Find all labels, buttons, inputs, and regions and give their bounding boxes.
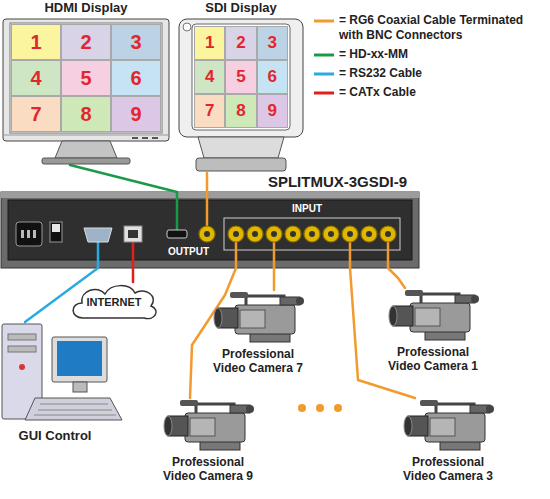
screen-tile: 1: [11, 24, 61, 60]
screen-tile: 9: [111, 96, 161, 132]
splitter-device: SPLITMUX-3GSDI-9OUTPUTINPUT: [0, 192, 420, 268]
tile-number: 8: [236, 101, 245, 121]
tile-number: 9: [268, 101, 277, 121]
ports: [84, 226, 396, 242]
screen-tile: 2: [225, 26, 256, 60]
cable: [190, 268, 236, 398]
tile-number: 8: [80, 103, 91, 126]
legend-line-sample: [312, 48, 336, 62]
legend-line: [314, 73, 334, 76]
video-camera-shape: [160, 398, 255, 453]
legend-text: = RG6 Coaxial Cable Terminated with BNC …: [339, 13, 548, 43]
splitter-chassis: [1, 192, 419, 268]
video-camera: Professional Video Camera 9: [160, 398, 255, 453]
legend-row: = RG6 Coaxial Cable Terminated with BNC …: [312, 13, 548, 43]
video-camera-shape: [400, 398, 495, 453]
node-label: Professional Video Camera 9: [158, 455, 258, 483]
tile-number: 5: [80, 67, 91, 90]
legend-text: = HD-xx-MM: [339, 47, 408, 62]
gui-computer: GUI Control: [0, 322, 125, 427]
screen-tile: 2: [61, 24, 111, 60]
node-label: Professional Video Camera 7: [208, 347, 308, 375]
cable: [273, 268, 276, 290]
screen-tile: 6: [257, 60, 288, 94]
screen-tile: 8: [61, 96, 111, 132]
tile-number: 7: [30, 103, 41, 126]
screen-tile: 3: [257, 26, 288, 60]
node-label: SPLITMUX-3GSDI-9: [255, 173, 420, 190]
internet-cloud: INTERNET: [68, 282, 160, 322]
video-camera: Professional Video Camera 7: [210, 290, 305, 345]
tile-number: 9: [130, 103, 141, 126]
node-label: INTERNET: [68, 296, 160, 309]
legend-line: [314, 54, 334, 57]
legend-line-sample: [312, 86, 336, 100]
screen-tile: 7: [11, 96, 61, 132]
video-camera-shape: [385, 288, 480, 343]
gui-computer-shape: [0, 322, 125, 427]
screen-tile: 5: [225, 60, 256, 94]
screen-tile: 5: [61, 60, 111, 96]
tile-number: 2: [236, 33, 245, 53]
screen-tile: 6: [111, 60, 161, 96]
node-label: HDMI Display: [2, 1, 170, 16]
screen-tile: 8: [225, 94, 256, 128]
tile-number: 4: [30, 67, 41, 90]
legend-text: = RS232 Cable: [339, 66, 422, 81]
tile-number: 6: [268, 67, 277, 87]
legend-row: = HD-xx-MM: [312, 47, 548, 62]
legend: = RG6 Coaxial Cable Terminated with BNC …: [312, 13, 548, 104]
tile-number: 3: [130, 31, 141, 54]
hdmi-display: HDMI Display123456789: [2, 18, 170, 165]
node-label: Professional Video Camera 3: [398, 455, 498, 483]
legend-line: [314, 92, 334, 95]
legend-row: = CATx Cable: [312, 85, 548, 100]
node-label: SDI Display: [178, 1, 304, 16]
port-label: INPUT: [292, 203, 322, 215]
screen-tile: 9: [257, 94, 288, 128]
cable: [350, 268, 415, 398]
legend-line-sample: [312, 14, 336, 28]
video-camera: Professional Video Camera 3: [400, 398, 495, 453]
screen-tile: 3: [111, 24, 161, 60]
port-label: OUTPUT: [168, 246, 209, 258]
tile-number: 2: [80, 31, 91, 54]
tile-number: 1: [30, 31, 41, 54]
sdi-display: SDI Display123456789: [178, 18, 304, 173]
video-camera: Professional Video Camera 1: [385, 288, 480, 343]
tile-number: 3: [268, 33, 277, 53]
legend-row: = RS232 Cable: [312, 66, 548, 81]
cable-stubs: [98, 192, 388, 268]
ellipsis-dots: [298, 404, 342, 412]
node-label: Professional Video Camera 1: [383, 345, 483, 373]
tile-number: 1: [205, 33, 214, 53]
cable: [132, 268, 135, 282]
legend-line-sample: [312, 67, 336, 81]
tile-number: 5: [236, 67, 245, 87]
node-label: GUI Control: [10, 429, 100, 444]
cable: [206, 173, 209, 192]
screen-tile: 4: [11, 60, 61, 96]
legend-line: [314, 20, 334, 23]
tile-number: 6: [130, 67, 141, 90]
cable: [388, 268, 405, 288]
tile-number: 7: [205, 101, 214, 121]
screen-tile: 7: [194, 94, 225, 128]
legend-text: = CATx Cable: [339, 85, 416, 100]
tile-number: 4: [205, 67, 214, 87]
screen-tile: 4: [194, 60, 225, 94]
screen-tile: 1: [194, 26, 225, 60]
video-camera-shape: [210, 290, 305, 345]
cable: [70, 165, 177, 192]
